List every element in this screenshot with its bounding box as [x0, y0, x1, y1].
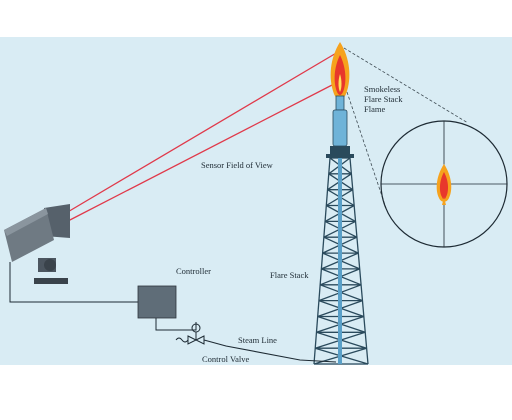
tower-leg-left — [313, 157, 331, 365]
flare-riser-pipe — [338, 158, 342, 364]
tower-leg-right — [349, 157, 369, 365]
flare-flame-icon — [330, 42, 350, 100]
flame-label-line-3: Flame — [364, 104, 385, 114]
fov-line-lower — [65, 83, 335, 223]
flare-stack-label: Flare Stack — [270, 270, 309, 280]
sensor-field-of-view-lines — [65, 51, 339, 223]
fov-line-upper — [65, 51, 339, 214]
steam-line-label: Steam Line — [238, 335, 277, 345]
zoom-line-lower — [346, 91, 387, 209]
zoom-line-upper — [343, 47, 469, 124]
panel-fill — [0, 37, 512, 365]
sensor-to-controller-wire — [9, 262, 138, 303]
thermal-camera-icon — [4, 204, 70, 284]
steam-line — [203, 339, 337, 363]
controller-box — [137, 285, 177, 319]
controller-label: Controller — [176, 266, 211, 276]
magnified-flame-icon — [436, 164, 452, 205]
flare-stack-tip — [326, 95, 354, 158]
zoom-guide-lines — [343, 47, 469, 209]
signal-wiring — [9, 262, 197, 331]
controller-to-valve-wire — [155, 318, 197, 331]
flame-label-line-2: Flare Stack — [364, 94, 403, 104]
sensor-fov-label: Sensor Field of View — [201, 160, 274, 170]
flame-label-line-1: Smokeless — [364, 84, 400, 94]
magnified-view — [380, 120, 508, 248]
control-valve-label: Control Valve — [202, 354, 250, 364]
